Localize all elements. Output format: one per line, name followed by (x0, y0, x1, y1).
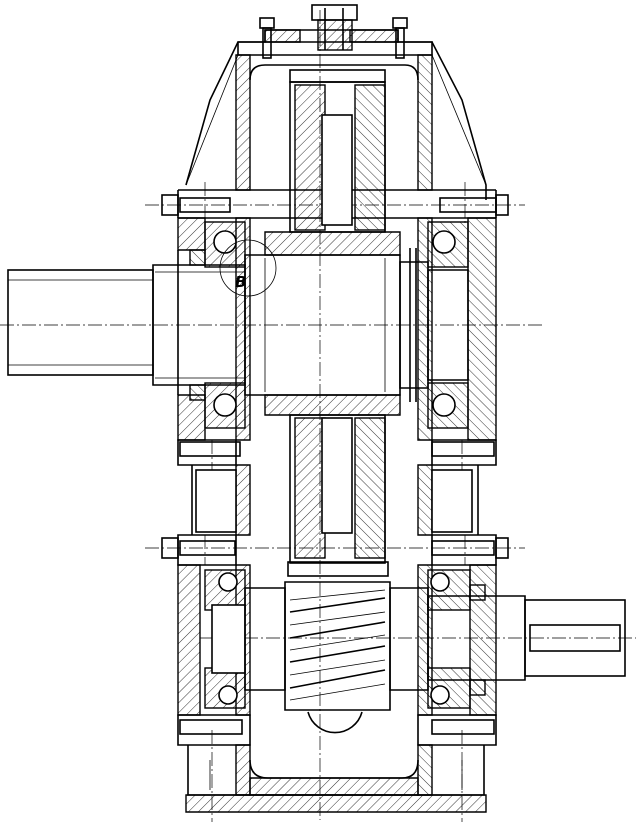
large-gear (264, 69, 401, 577)
detail-callout-b: B (219, 239, 277, 297)
input-pinion-shaft (204, 569, 626, 734)
output-shaft-assembly (7, 221, 469, 429)
bolts (161, 17, 509, 735)
helical-teeth (289, 589, 386, 701)
vent-plug (311, 4, 358, 51)
detail-label: B (235, 273, 246, 291)
gearbox-housing (177, 29, 497, 813)
